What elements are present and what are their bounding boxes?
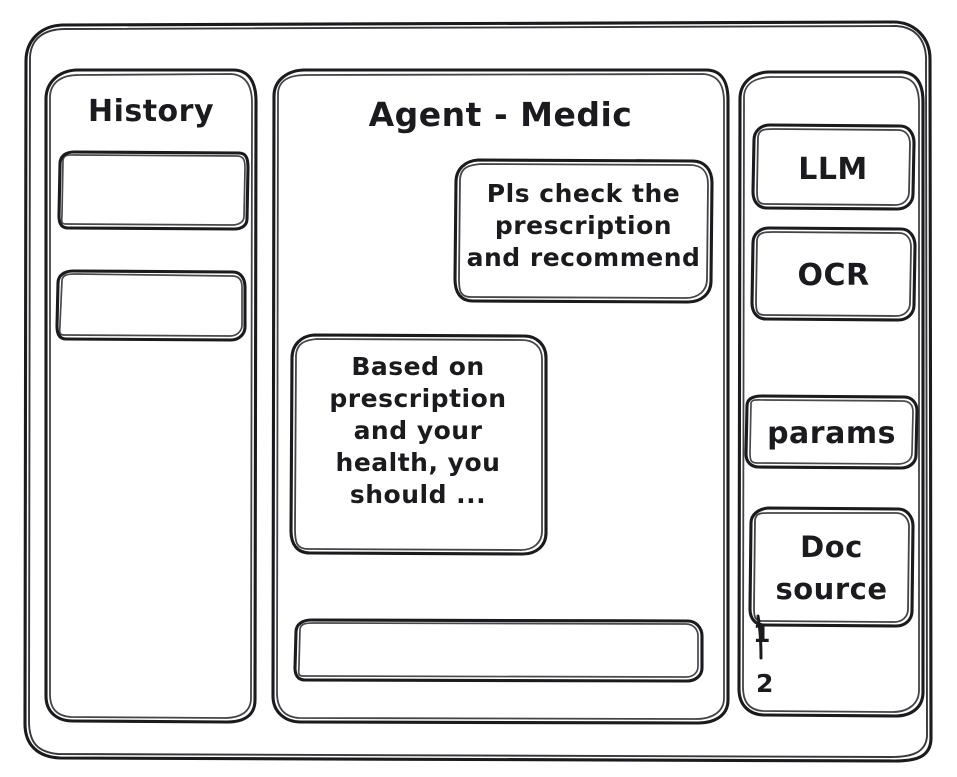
message-text-user: Pls check the prescription and recommend bbox=[466, 179, 701, 272]
history-panel-title: History bbox=[87, 94, 215, 129]
history-item[interactable] bbox=[57, 271, 245, 340]
message-bubble-user: Pls check the prescription and recommend bbox=[455, 160, 712, 302]
tool-chip-params[interactable]: params bbox=[746, 396, 917, 468]
tool-chip-params-label: params bbox=[767, 416, 896, 451]
tool-chip-llm[interactable]: LLM bbox=[752, 125, 914, 209]
message-bubble-assistant: Based on prescription and your health, y… bbox=[291, 335, 546, 554]
message-input[interactable] bbox=[295, 620, 702, 681]
tool-chip-llm-label: LLM bbox=[798, 152, 868, 187]
tool-chip-doc-source-label: Doc source bbox=[775, 530, 888, 607]
history-item[interactable] bbox=[58, 152, 248, 229]
message-text-assistant: Based on prescription and your health, y… bbox=[329, 352, 507, 509]
tool-chip-doc-source[interactable]: Doc source bbox=[750, 508, 913, 626]
tool-chip-ocr[interactable]: OCR bbox=[752, 228, 915, 320]
doc-source-item-1[interactable]: 1 bbox=[753, 619, 771, 648]
doc-source-item-2[interactable]: 2 bbox=[756, 669, 774, 698]
page-title: Agent - Medic bbox=[368, 95, 633, 134]
tool-chip-ocr-label: OCR bbox=[797, 258, 870, 293]
